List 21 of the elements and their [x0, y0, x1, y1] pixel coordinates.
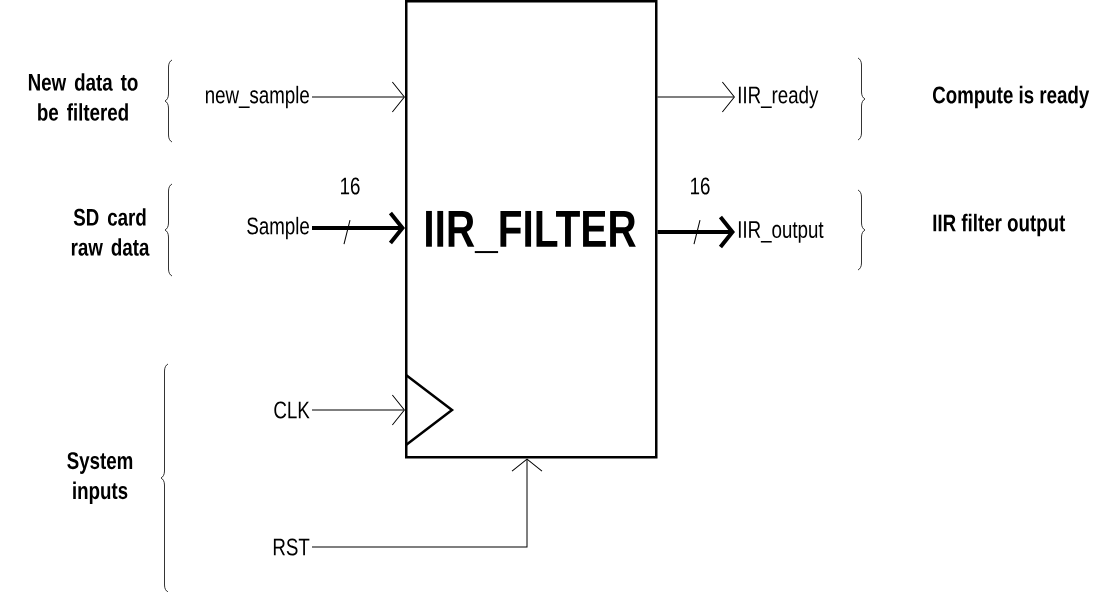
bus-width-label: 16 — [691, 177, 710, 195]
signal-name: Sample — [247, 216, 309, 240]
arrow — [311, 458, 543, 548]
annotation: System inputs — [67, 452, 133, 504]
signal-name: IIR_output — [738, 221, 824, 243]
arrow — [312, 211, 405, 245]
block-box — [405, 0, 658, 459]
annotation: IIR filter output — [933, 213, 1066, 237]
bus-width-label: 16 — [341, 177, 360, 195]
arrow — [311, 394, 405, 426]
signal-name: new_sample — [205, 85, 309, 109]
arrow — [657, 81, 735, 113]
annotation: New data to be filtered — [28, 73, 138, 121]
signal-name: IIR_ready — [738, 85, 819, 109]
block-title: IIR_FILTER — [426, 210, 636, 254]
annotation: SD card raw data — [71, 208, 150, 256]
signal-name: CLK — [274, 401, 310, 419]
signal-name: RST — [273, 538, 310, 556]
annotation: Compute is ready — [933, 85, 1090, 109]
arrow — [657, 215, 735, 249]
arrow — [311, 81, 405, 113]
